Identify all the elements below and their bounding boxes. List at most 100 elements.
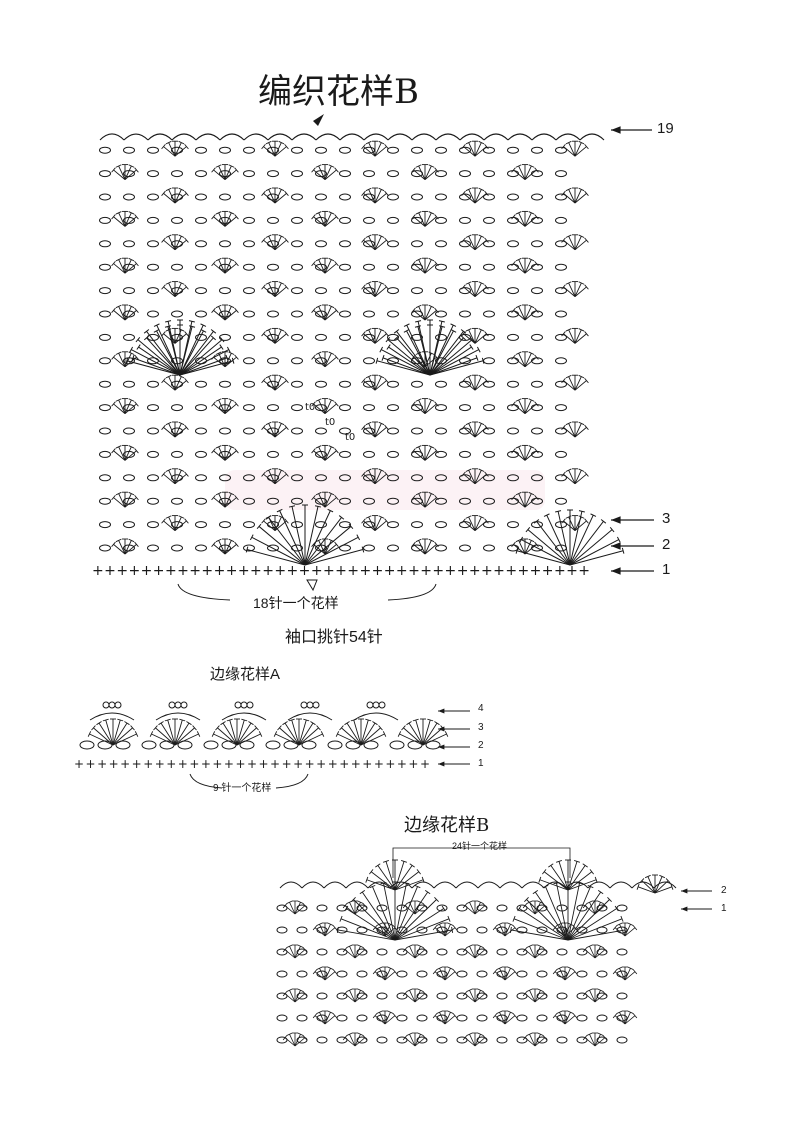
mini-fan-stitch-tick	[334, 167, 339, 173]
edge-b-large-fan	[556, 883, 569, 941]
edge-a-fan-stitch-tick	[164, 718, 171, 722]
edge-a-chain-loop	[301, 740, 317, 750]
edge-b-mini-fan	[314, 971, 326, 981]
chain-loop	[555, 333, 567, 341]
mini-fan-stitch	[118, 540, 126, 555]
mini-fan-stitch	[324, 356, 337, 368]
large-fan-stitch-tick	[327, 508, 334, 513]
shell-fan-stitch	[179, 346, 222, 376]
edge-b-chain-loop	[396, 992, 408, 1000]
edge-b-mini-fan	[354, 1037, 366, 1047]
chain-loop	[435, 287, 447, 295]
chain-loop	[243, 193, 255, 201]
mini-fan-stitch-tick	[111, 494, 116, 501]
mini-fan-stitch	[218, 212, 226, 227]
chain-loop	[507, 170, 519, 178]
edge-b-mini-fan-tick	[586, 1032, 593, 1036]
edge-b-mini-fan	[414, 949, 426, 959]
mini-fan-stitch	[413, 169, 426, 180]
edge-b-mini-fan	[414, 1034, 421, 1047]
chain-loop	[339, 310, 351, 318]
edge-b-mini-fan-tick	[452, 1013, 458, 1019]
edge-b-top-fan	[366, 879, 396, 891]
edge-b-mini-fan	[374, 1015, 386, 1025]
chain-loop	[291, 240, 303, 248]
edge-b-chain-loop	[596, 970, 608, 978]
chain-loop	[243, 170, 255, 178]
large-fan-stitch-tick	[135, 337, 141, 343]
chain-loop	[387, 427, 399, 435]
edge-b-chain-loop	[356, 970, 368, 978]
mini-fan-stitch	[263, 380, 276, 391]
chain-loop	[99, 357, 111, 365]
edge-a-fan-stitch	[174, 733, 199, 746]
mini-fan-stitch	[563, 520, 576, 531]
chain-loop	[291, 146, 303, 154]
edge-b-chain-loop	[576, 926, 588, 934]
chain-loop	[387, 287, 399, 295]
edge-b-end-fan-tick	[670, 883, 674, 890]
mini-fan-stitch-tick	[234, 260, 239, 267]
edge-a-chain-loop	[141, 740, 157, 750]
mini-fan-stitch-tick	[328, 491, 335, 496]
edge-a-picot-arc	[155, 712, 201, 721]
chain-loop	[387, 404, 399, 412]
mini-fan-stitch	[418, 306, 426, 321]
mini-fan-stitch	[224, 356, 237, 368]
edge-b-mini-fan-tick	[286, 988, 293, 992]
edge-b-mini-fan-tick	[332, 1013, 338, 1019]
edge-b-mini-fan-tick	[376, 1010, 383, 1014]
chain-loop	[507, 216, 519, 224]
mini-fan-stitch	[368, 516, 376, 531]
mini-fan-stitch	[318, 212, 326, 227]
edge-b-mini-fan-tick	[507, 1010, 514, 1014]
mini-fan-stitch-tick	[334, 401, 339, 407]
mini-fan-stitch	[463, 380, 476, 391]
chain-loop	[483, 474, 495, 482]
mini-fan-stitch-tick	[584, 518, 589, 524]
chain-loop	[531, 193, 543, 201]
edge-b-scallop	[411, 881, 435, 889]
mini-fan-stitch-tick	[378, 421, 385, 426]
chain-loop	[243, 287, 255, 295]
mini-fan-stitch-tick	[434, 260, 439, 267]
edge-b-mini-fan-tick	[482, 903, 488, 909]
mini-fan-stitch-tick	[434, 214, 439, 220]
mini-fan-stitch-tick	[161, 377, 166, 384]
edge-b-mini-fan-tick	[342, 991, 348, 997]
edge-b-mini-fan	[354, 990, 361, 1003]
mini-fan-stitch-tick	[265, 140, 272, 145]
mini-fan-stitch-tick	[215, 538, 222, 543]
edge-b-large-fan	[394, 883, 407, 941]
mini-fan-stitch	[568, 376, 576, 391]
shell-fan-stitch	[388, 346, 431, 376]
chain-loop	[483, 310, 495, 318]
mini-fan-stitch	[168, 376, 176, 391]
row-arrow-head	[438, 726, 445, 732]
mini-fan-stitch-tick	[511, 307, 516, 313]
mini-fan-stitch	[468, 236, 476, 250]
mini-fan-stitch-tick	[178, 421, 185, 426]
mini-fan-stitch-tick	[328, 257, 335, 262]
mini-fan-stitch-tick	[215, 351, 222, 355]
top-scallop	[219, 133, 245, 141]
mini-fan-stitch	[524, 212, 532, 227]
mini-fan-stitch-tick	[434, 167, 439, 173]
mini-fan-stitch-tick	[561, 471, 566, 477]
edge-b-mini-fan-tick	[602, 947, 608, 953]
edge-b-mini-fan	[624, 927, 636, 937]
edge-b-mini-fan	[534, 990, 541, 1003]
edge-b-mini-fan-tick	[602, 1035, 608, 1041]
edge-b-top-fan-tick	[594, 876, 598, 883]
chain-loop	[267, 544, 279, 552]
edge-b-mini-fan-tick	[362, 991, 368, 997]
mini-fan-stitch	[268, 282, 276, 297]
edge-a-fan-stitch-tick	[382, 731, 387, 737]
large-fan-stitch-tick	[403, 323, 410, 327]
edge-b-chain-loop	[296, 970, 308, 978]
edge-b-mini-fan	[464, 949, 476, 959]
mini-fan-stitch	[363, 473, 376, 485]
edge-b-mini-fan-tick	[432, 1013, 438, 1019]
mini-fan-stitch-tick	[234, 448, 239, 454]
